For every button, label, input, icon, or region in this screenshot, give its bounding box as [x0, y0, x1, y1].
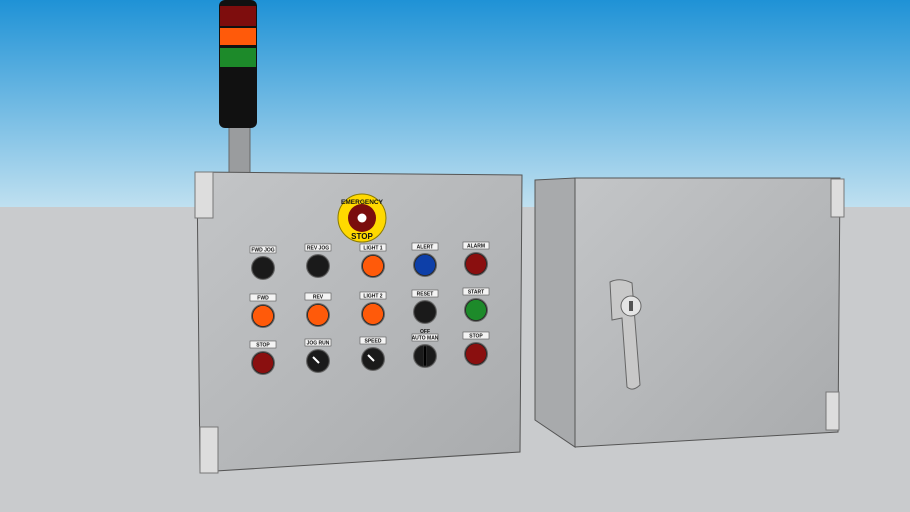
stack-light-red	[220, 6, 256, 26]
legend-plate	[411, 333, 439, 342]
button-label: REV JOG	[307, 246, 329, 252]
button-label: STOP	[256, 343, 270, 349]
sky	[0, 0, 910, 207]
button-label: STOP	[469, 334, 483, 340]
button-label: LIGHT 1	[363, 246, 382, 252]
hinge-icon	[194, 171, 214, 219]
hinge-icon	[830, 178, 845, 218]
button-alert[interactable]: ALERT	[411, 242, 439, 277]
button-stop[interactable]: STOP	[249, 340, 277, 375]
button-label: ALERT	[417, 245, 434, 251]
button-speed[interactable]: SPEED	[359, 336, 387, 371]
legend-plate	[304, 292, 332, 301]
button-label: ALARM	[467, 244, 485, 250]
stack-light-tower	[219, 0, 257, 174]
button-label: SPEED	[365, 339, 382, 345]
selector-indicator	[367, 354, 375, 362]
button-sublabel: OFF	[420, 329, 430, 335]
button-jog-run[interactable]: JOG RUN	[304, 338, 332, 373]
legend-plate	[304, 243, 332, 252]
button-label: LIGHT 2	[363, 294, 382, 300]
stack-light-orange	[220, 28, 256, 45]
button-rev-jog[interactable]: REV JOG	[304, 243, 332, 278]
button-label: REV	[313, 295, 324, 301]
button-stop[interactable]: STOP	[462, 331, 490, 366]
button-fwd[interactable]: FWD	[249, 293, 277, 328]
button-label: RESET	[417, 292, 434, 298]
button-light-1[interactable]: LIGHT 1	[359, 243, 387, 278]
button-fwd-jog[interactable]: FWD JOG	[249, 245, 277, 280]
button-rev[interactable]: REV	[304, 292, 332, 327]
legend-plate	[411, 289, 439, 298]
button-start[interactable]: START	[462, 287, 490, 322]
button-label: FWD	[257, 296, 269, 302]
button-label: START	[468, 290, 484, 296]
legend-plate	[304, 338, 332, 347]
selector-indicator	[312, 356, 320, 364]
control-panel	[194, 171, 523, 474]
emergency-label: EMERGENCY	[341, 199, 384, 206]
stop-label: STOP	[351, 232, 373, 241]
legend-plate	[411, 242, 439, 251]
button-label: AUTO MAN	[412, 336, 439, 342]
button-reset[interactable]: RESET	[411, 289, 439, 324]
legend-plate	[359, 336, 387, 345]
legend-plate	[249, 245, 277, 254]
button-alarm[interactable]: ALARM	[462, 241, 490, 276]
button-light-2[interactable]: LIGHT 2	[359, 291, 387, 326]
stack-light-green	[220, 48, 256, 67]
selector-knob[interactable]	[423, 345, 427, 367]
enclosure	[534, 177, 845, 448]
legend-plate	[462, 241, 490, 250]
button-label: FWD JOG	[251, 248, 274, 254]
hinge-icon	[825, 391, 840, 431]
legend-plate	[359, 243, 387, 252]
emergency-stop-button[interactable]: EMERGENCY STOP	[337, 193, 387, 243]
hinge-icon	[199, 426, 219, 474]
legend-plate	[462, 331, 490, 340]
legend-plate	[249, 340, 277, 349]
door-handle[interactable]	[609, 279, 642, 390]
button-label: JOG RUN	[307, 341, 330, 347]
legend-plate	[249, 293, 277, 302]
legend-plate	[359, 291, 387, 300]
legend-plate	[462, 287, 490, 296]
